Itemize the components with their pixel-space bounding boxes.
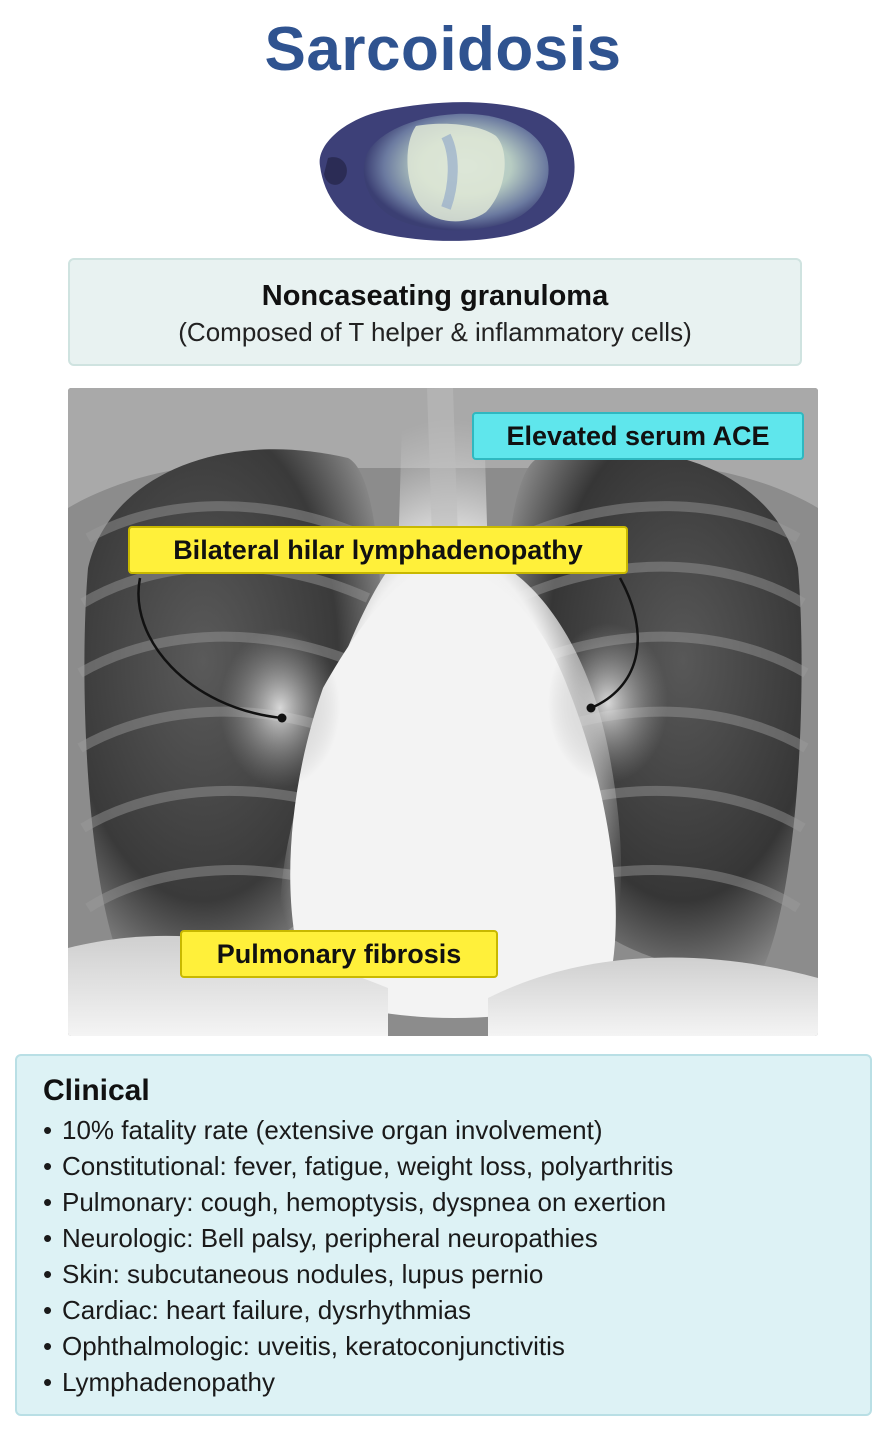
granuloma-subtitle: (Composed of T helper & inflammatory cel… xyxy=(178,317,692,347)
list-item: • Cardiac: heart failure, dysrhythmias xyxy=(43,1292,870,1328)
list-item-text: Constitutional: fever, fatigue, weight l… xyxy=(62,1151,674,1181)
label-bilateral-hilar-lymphadenopathy: Bilateral hilar lymphadenopathy xyxy=(128,526,628,574)
granuloma-info-box: Noncaseating granuloma (Composed of T he… xyxy=(68,258,802,366)
list-item-text: Cardiac: heart failure, dysrhythmias xyxy=(62,1295,471,1325)
list-item-text: Skin: subcutaneous nodules, lupus pernio xyxy=(62,1259,544,1289)
bullet-icon: • xyxy=(43,1367,53,1397)
bullet-icon: • xyxy=(43,1259,53,1289)
list-item: • Constitutional: fever, fatigue, weight … xyxy=(43,1148,870,1184)
label-pulmonary-fibrosis: Pulmonary fibrosis xyxy=(180,930,498,978)
list-item: • Ophthalmologic: uveitis, keratoconjunct… xyxy=(43,1328,870,1364)
bullet-icon: • xyxy=(43,1115,53,1145)
clinical-list: • 10% fatality rate (extensive organ invo… xyxy=(43,1112,870,1400)
bullet-icon: • xyxy=(43,1295,53,1325)
list-item-text: Pulmonary: cough, hemoptysis, dyspnea on… xyxy=(62,1187,667,1217)
list-item: • 10% fatality rate (extensive organ invo… xyxy=(43,1112,870,1148)
list-item: • Pulmonary: cough, hemoptysis, dyspnea o… xyxy=(43,1184,870,1220)
list-item: • Lymphadenopathy xyxy=(43,1364,870,1400)
bullet-icon: • xyxy=(43,1331,53,1361)
page-title: Sarcoidosis xyxy=(264,15,622,84)
bullet-icon: • xyxy=(43,1223,53,1253)
bullet-icon: • xyxy=(43,1187,53,1217)
list-item: • Neurologic: Bell palsy, peripheral neur… xyxy=(43,1220,870,1256)
list-item: • Skin: subcutaneous nodules, lupus perni… xyxy=(43,1256,870,1292)
list-item-text: 10% fatality rate (extensive organ invol… xyxy=(62,1115,603,1145)
list-item-text: Lymphadenopathy xyxy=(62,1367,275,1397)
list-item-text: Ophthalmologic: uveitis, keratoconjuncti… xyxy=(62,1331,565,1361)
chest-xray-image: Elevated serum ACE Bilateral hilar lymph… xyxy=(68,388,818,1036)
bullet-icon: • xyxy=(43,1151,53,1181)
label-elevated-serum-ace: Elevated serum ACE xyxy=(472,412,804,460)
list-item-text: Neurologic: Bell palsy, peripheral neuro… xyxy=(62,1223,598,1253)
granuloma-title: Noncaseating granuloma xyxy=(261,280,609,312)
granuloma-specimen-image xyxy=(319,102,575,241)
clinical-info-box: Clinical • 10% fatality rate (extensive o… xyxy=(15,1054,872,1416)
clinical-title: Clinical xyxy=(43,1074,150,1107)
